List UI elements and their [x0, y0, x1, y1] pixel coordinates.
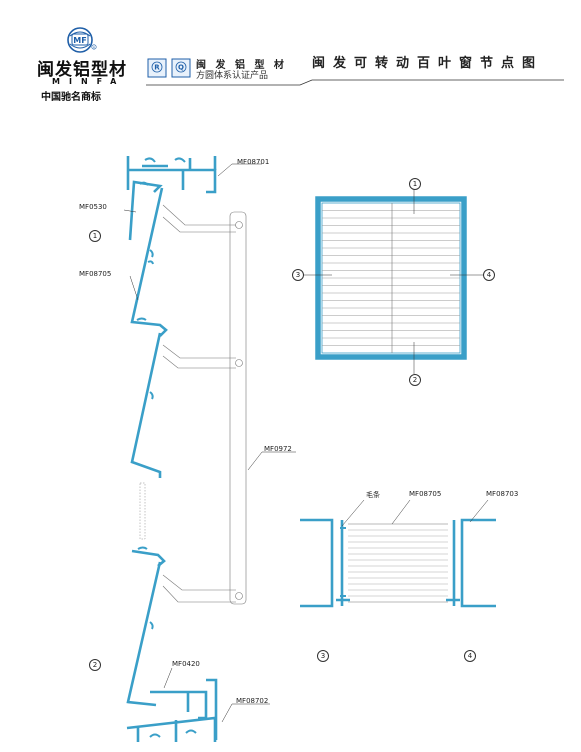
marker-3-plan: 3 [317, 650, 329, 662]
cert-r-icon: R [147, 58, 167, 78]
cert-subtitle: 方圆体系认证产品 [196, 71, 269, 81]
brand-subtitle: 中国驰名商标 [41, 92, 101, 103]
marker-4-plan: 4 [464, 650, 476, 662]
label-lower-sash: MF0420 [172, 660, 200, 668]
label-upper-sash: MF0530 [79, 203, 107, 211]
minfa-logo-icon: MF R [67, 27, 97, 53]
bottom-frame-profile [126, 678, 218, 742]
break-gap [139, 482, 146, 540]
cert-badges: R Q [147, 58, 191, 78]
elevation-louvers [322, 210, 460, 346]
label-link-bar: MF0972 [264, 445, 292, 453]
header-rule [146, 79, 564, 86]
elevation-window [300, 188, 484, 374]
marker-1-elevation: 1 [409, 178, 421, 190]
marker-2-section: 2 [89, 659, 101, 671]
brand-name: 闽发铝型材 [37, 60, 127, 80]
marker-2-elevation: 2 [409, 374, 421, 386]
marker-4-elevation: 4 [483, 269, 495, 281]
brand-english: MINFA [52, 77, 126, 86]
label-seal: 毛条 [366, 491, 380, 499]
plan-blades [348, 529, 448, 597]
cert-badge-r: R [154, 64, 160, 72]
page-title: 闽发可转动百叶窗节点图 [312, 56, 544, 71]
upper-sash-profile [128, 180, 163, 241]
label-top-frame: MF08701 [237, 158, 270, 166]
svg-text:R: R [93, 46, 95, 50]
plan-view-drawing [300, 499, 496, 608]
logo-mark-text: MF [73, 36, 86, 45]
marker-1-section: 1 [89, 230, 101, 242]
cert-q-icon: Q [171, 58, 191, 78]
link-arms [162, 204, 236, 603]
marker-3-elevation: 3 [292, 269, 304, 281]
label-blade: MF08705 [79, 270, 112, 278]
label-side-frame: MF08703 [486, 490, 519, 498]
lower-blade-profile [126, 546, 166, 707]
cert-badge-q: Q [178, 64, 184, 72]
cert-title: 闽 发 铝 型 材 [196, 60, 287, 71]
top-frame-profile [126, 156, 217, 194]
link-bar [229, 211, 247, 605]
blade-profile [130, 187, 168, 478]
label-plan-blade: MF08705 [409, 490, 442, 498]
label-bottom-frame: MF08702 [236, 697, 269, 705]
